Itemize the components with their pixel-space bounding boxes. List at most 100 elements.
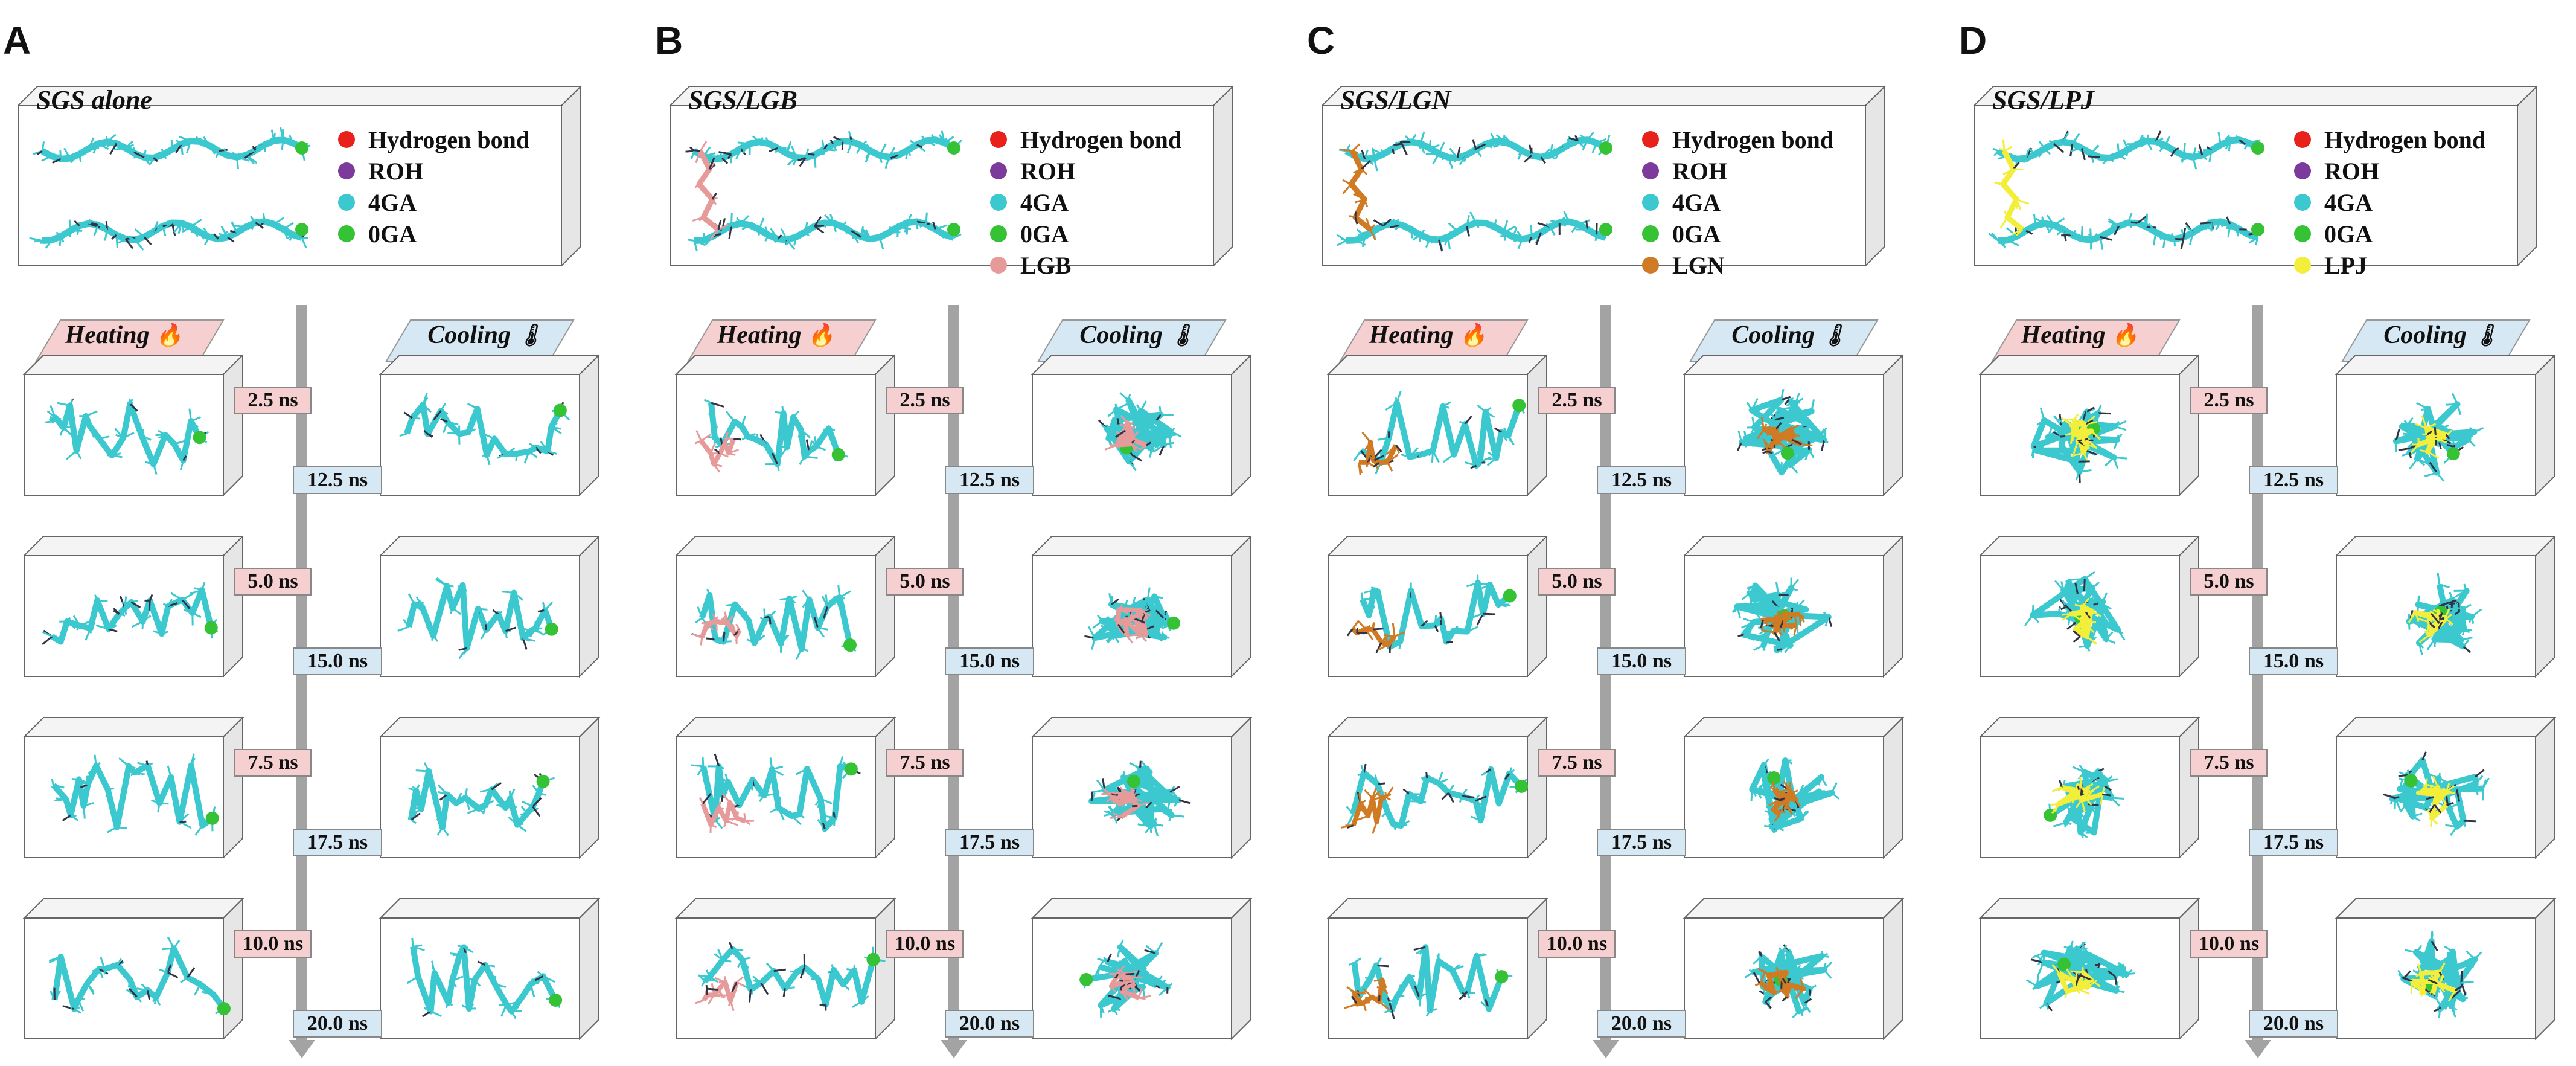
atom-bond [1563,211,1570,222]
molecule-snapshot [406,937,563,1019]
heating-label: Heating🔥 [24,314,223,356]
atom-bond [63,425,74,429]
atom-bond [700,434,711,442]
legend-label: 4GA [1672,188,1721,216]
molecule-snapshot [1744,944,1833,1018]
atom-bond [436,827,444,836]
box-side-face [579,353,599,497]
atom-bond [779,597,790,601]
atom-bond [1480,815,1486,821]
atom-bond [1452,965,1464,971]
atom-bond [726,615,734,624]
atom-bond [2402,426,2409,429]
atom-bond [262,221,275,225]
atom-bond [1455,626,1468,633]
atom-bond [2071,790,2078,800]
atom-bond [2113,457,2119,469]
atom-bond [1757,968,1769,976]
atom-bond [2022,158,2027,164]
atom-bond [51,779,54,786]
atom-bond [2182,228,2187,238]
atom-bond [2076,945,2085,954]
atom-bond [743,813,747,821]
atom-bond [1363,199,1369,207]
atom-bond [1378,1001,1390,1010]
atom-bond [2033,213,2036,226]
atom-bond [1449,231,1458,234]
atom-bond [1419,991,1430,998]
atom-bond [753,636,764,644]
atom-bond [1131,432,1138,438]
atom-bond [2066,968,2074,979]
atom-bond [1768,817,1774,828]
atom-bond [41,155,53,162]
atom-bond [1545,223,1551,228]
atom-bond [1126,422,1135,435]
atom-bond [485,443,488,455]
atom-bond [467,808,479,814]
atom-bond [1521,150,1528,156]
atom-bond [1119,939,1124,948]
atom-bond [1171,791,1180,801]
molecule-snapshot [1749,757,1840,833]
atom-bond [795,648,803,660]
legend-item: 4GA [1642,187,1833,218]
atom-bond [199,231,205,240]
atom-bond [1753,971,1761,984]
atom-bond [729,1000,735,1012]
atom-bond [2192,156,2197,170]
atom-bond [721,793,731,803]
atom-bond [1168,815,1173,821]
atom-bond [1159,797,1171,801]
panel-drawing [668,85,1253,1058]
atom-bond [718,765,724,769]
atom-bond [2086,636,2097,644]
atom-bond [167,971,179,978]
atom-bond [2430,612,2440,625]
atom-bond [2071,613,2081,621]
atom-bond [2092,610,2102,617]
atom-bond [2409,609,2414,618]
atom-bond [1385,147,1393,155]
panel-title: SGS alone [36,85,152,115]
atom-bond [2460,982,2467,996]
atom-bond [722,443,726,449]
atom-bond [1110,793,1118,796]
atom-bond [856,145,862,154]
atom-bond [1453,157,1459,162]
atom-bond [125,238,134,249]
atom-bond [698,797,704,804]
atom-bond [2060,436,2069,447]
atom-bond [1148,784,1152,795]
box-top-face [1031,536,1253,556]
atom-bond [249,216,257,223]
atom-bond [768,147,778,153]
atom-bond [1134,623,1140,634]
atom-bond [136,996,142,1003]
atom-bond [706,589,711,596]
atom-bond [1780,945,1788,954]
atom-bond [2057,607,2061,614]
atom-bond [846,231,852,234]
legend-item: 4GA [2294,187,2485,218]
atom-bond [518,449,529,453]
atom-bond [1140,400,1147,412]
atom-bond [2088,155,2101,159]
atom-bond [2432,775,2439,788]
atom-bond [758,136,764,143]
panel-letter: B [655,19,683,62]
atom-bond [1396,984,1402,998]
atom-bond [1346,628,1354,637]
atom-bond [1360,450,1368,459]
atom-bond [51,154,59,158]
atom-bond [1371,796,1382,801]
legend-item: ROH [338,155,529,187]
atom-bond [1464,423,1472,437]
atom-bond [76,225,80,236]
atom-bond [2217,140,2231,145]
atom-bond [1596,142,1601,147]
atom-bond [1393,824,1402,829]
atom-bond [1364,789,1373,799]
atom-bond [921,135,927,141]
